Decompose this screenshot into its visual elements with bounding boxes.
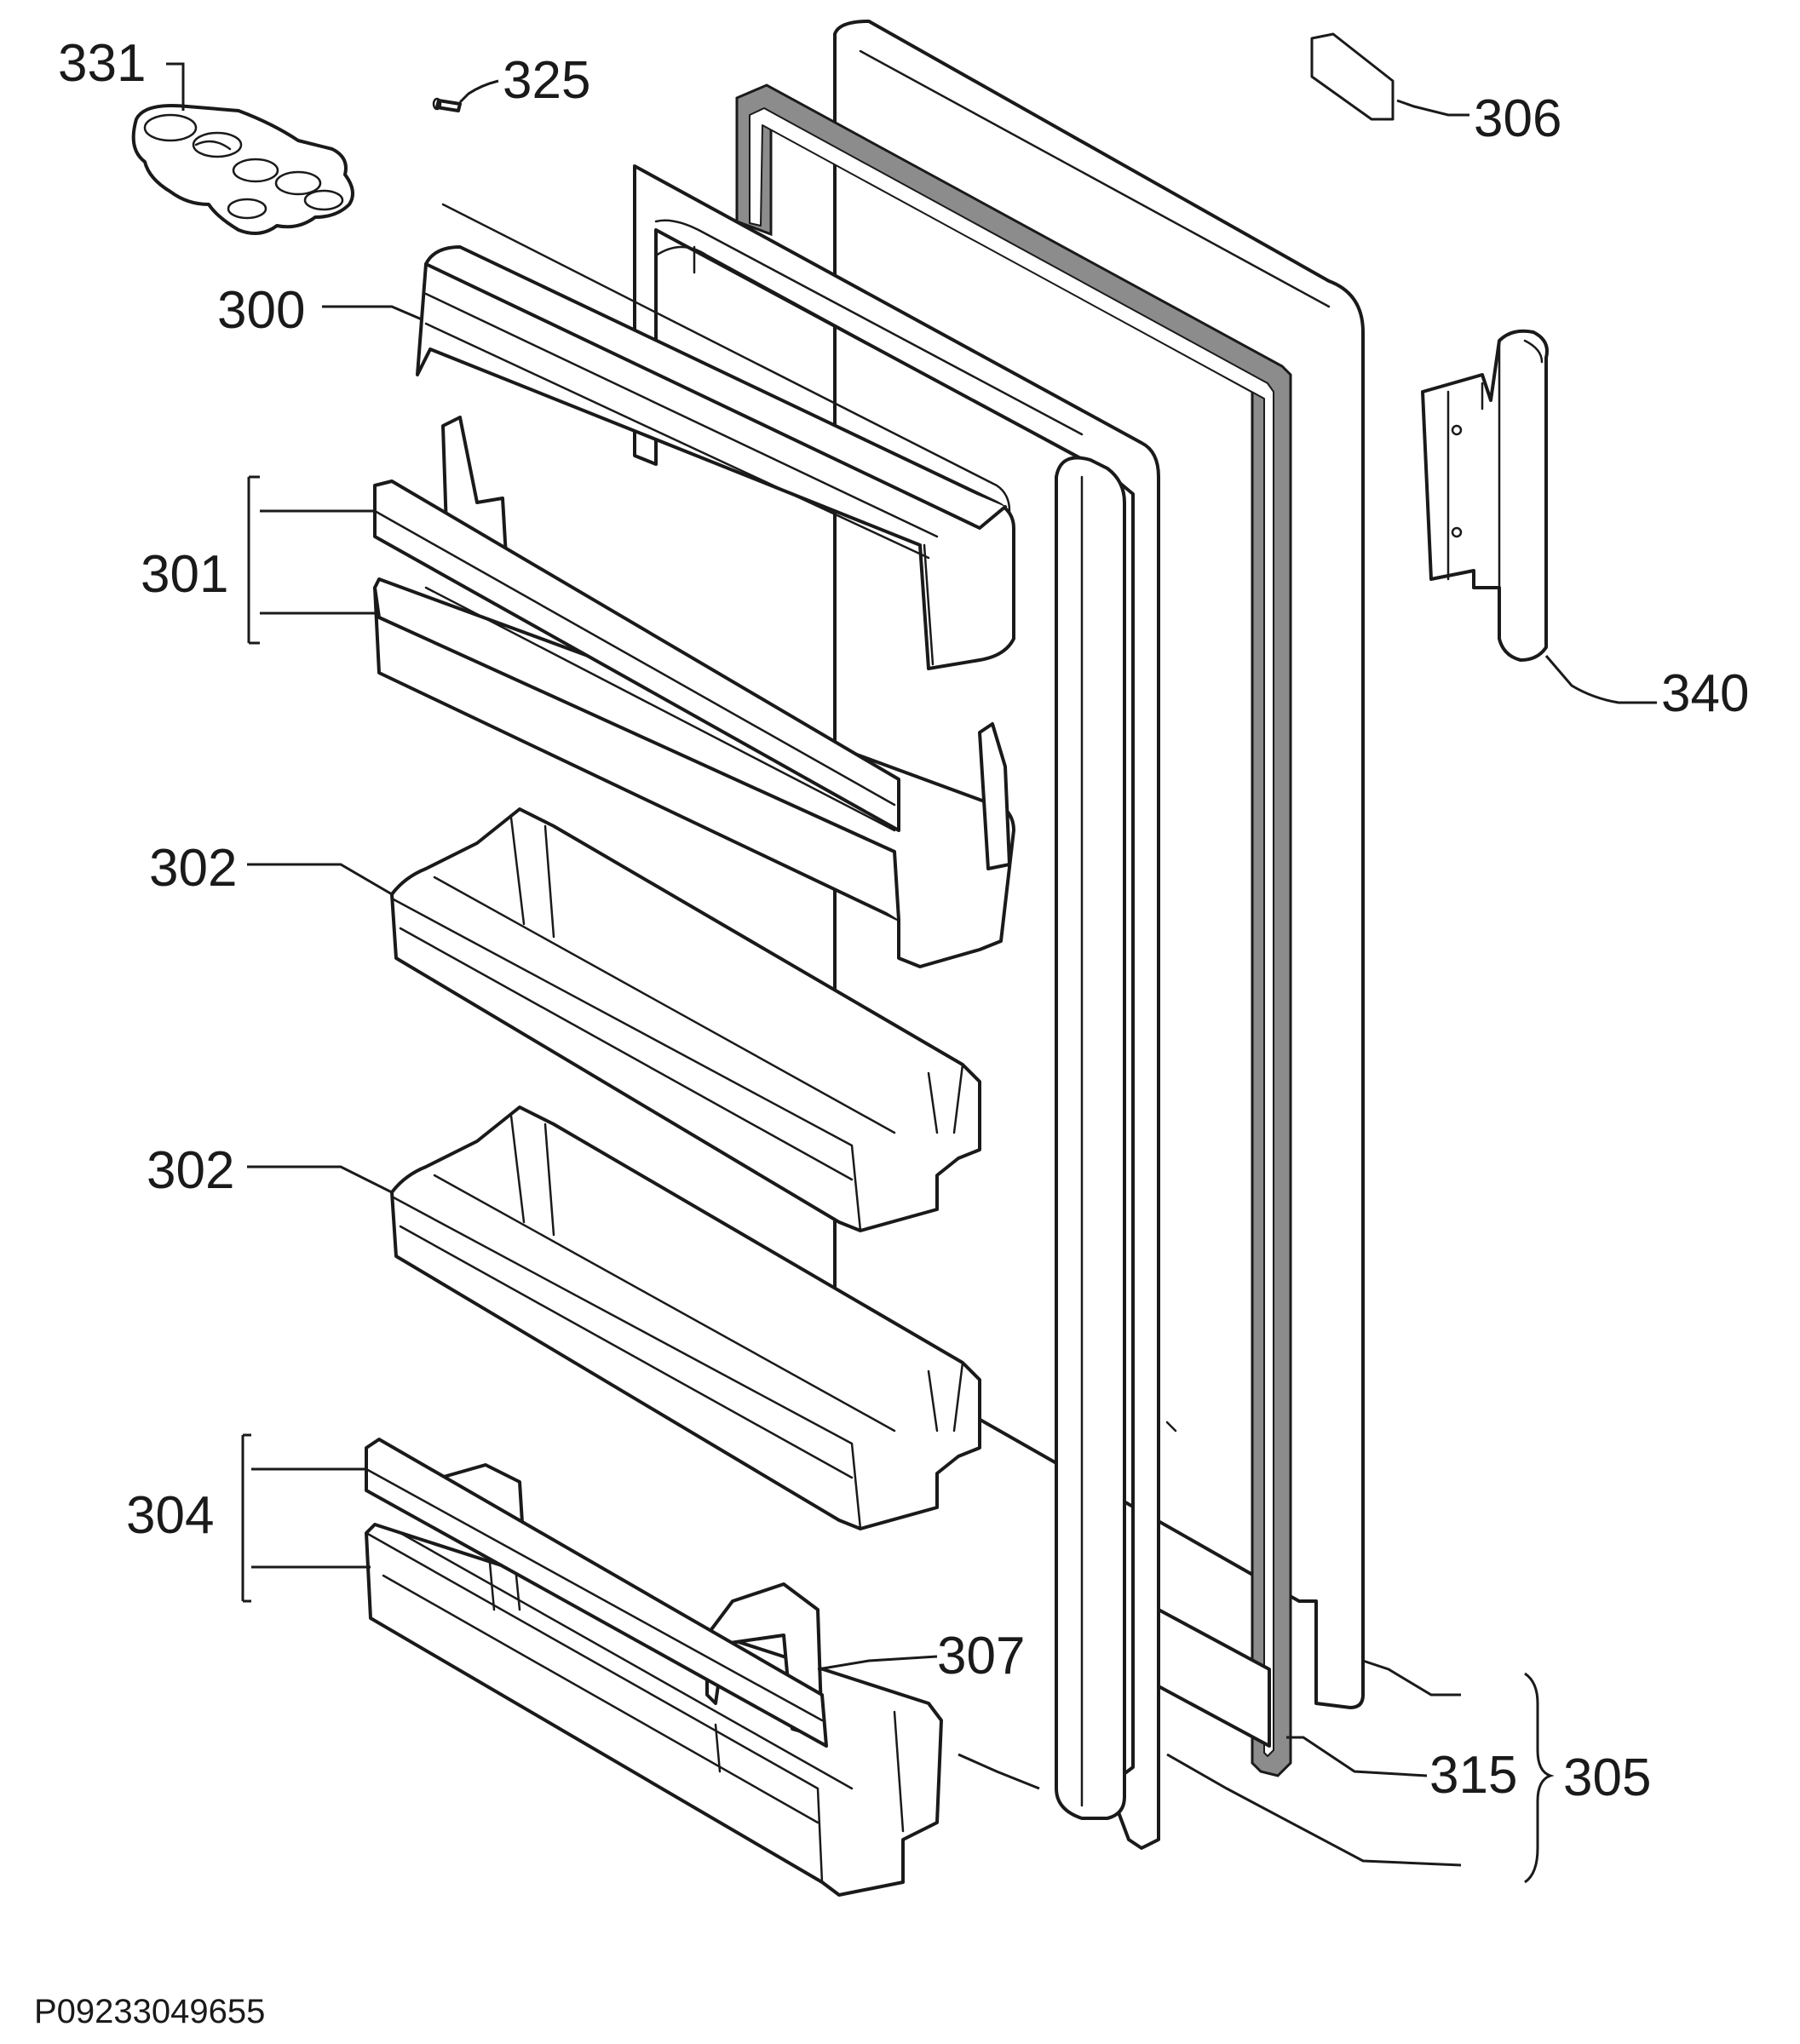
screw-325 — [432, 97, 462, 112]
label-306 — [1310, 32, 1395, 121]
door-shelf-302-upper — [390, 807, 981, 1232]
callout-305: 305 — [1563, 1748, 1651, 1807]
callout-331: 331 — [58, 34, 146, 93]
door-shelf-304 — [365, 1438, 943, 1897]
callout-301: 301 — [141, 545, 228, 604]
callout-304: 304 — [126, 1486, 214, 1545]
callout-302-lower: 302 — [147, 1141, 234, 1200]
callout-302-upper: 302 — [149, 839, 237, 898]
document-id: P09233049655 — [34, 1993, 265, 2030]
callout-300: 300 — [217, 281, 305, 340]
butter-compartment-300 — [416, 203, 1015, 670]
door-shelf-302-lower — [390, 1105, 981, 1530]
callout-325: 325 — [503, 51, 590, 110]
callout-307: 307 — [937, 1627, 1025, 1685]
callout-labels: 331 325 306 300 301 340 302 302 304 307 … — [34, 34, 1749, 2030]
callout-315: 315 — [1429, 1746, 1517, 1805]
callout-340: 340 — [1661, 664, 1749, 723]
inner-door-liner — [633, 164, 1271, 1850]
leader-lines — [166, 62, 1657, 1884]
door-shelf-301 — [373, 416, 1015, 968]
callout-306: 306 — [1474, 89, 1561, 148]
egg-tray-331 — [131, 104, 354, 235]
hinge-340 — [1421, 329, 1549, 662]
